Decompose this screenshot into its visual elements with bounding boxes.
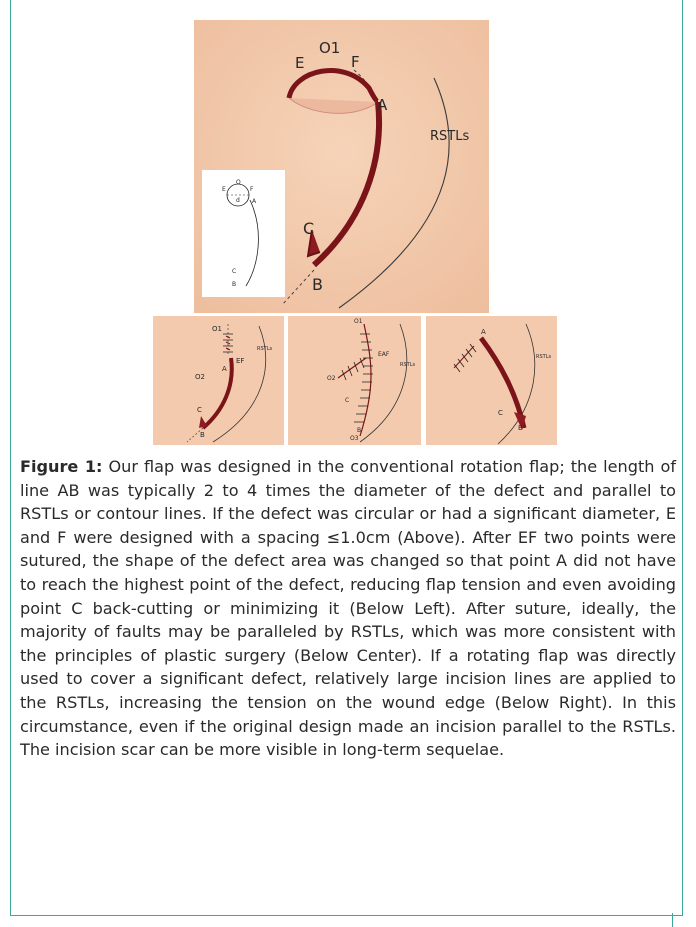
bc-label-b: B [357,427,361,434]
figure-panel-below-center: O1 EAF O2 C B O3 RSTLs [288,316,421,445]
inset-label-b: B [232,281,236,288]
bl-label-o2: O2 [195,373,205,381]
label-e: E [295,54,304,72]
bc-label-o1: O1 [354,318,363,325]
label-b: B [312,275,323,294]
inset-label-e: E [222,186,226,193]
inset-label-d: d [236,197,240,204]
bc-label-o2: O2 [327,375,336,382]
bc-label-c: C [345,397,349,404]
inset-label-o: O [236,179,241,186]
figure-panel-below-left: O1 EF A O2 C B RSTLs [153,316,284,445]
bl-label-a: A [222,365,227,373]
label-rstls: RSTLs [430,129,469,144]
br-label-a: A [481,328,486,336]
figure-caption: Figure 1: Our flap was designed in the c… [20,455,676,762]
figure-panel-above: O1 E F A C B RSTLs E O F d A C B [194,20,489,313]
bc-label-rstls: RSTLs [400,362,415,368]
caption-text: Our flap was designed in the conventiona… [20,457,676,759]
bl-label-o1: O1 [212,325,222,333]
bl-label-rstls: RSTLs [257,346,272,352]
inset-diagram: E O F d A C B [202,170,285,297]
label-f: F [351,53,360,71]
inset-label-c: C [232,268,236,275]
caption-label: Figure 1: [20,457,102,476]
bl-label-c: C [197,406,202,414]
bc-label-eaf: EAF [378,351,390,358]
bl-label-ef: EF [236,357,244,365]
frame-tick [672,913,673,927]
br-label-c: C [498,409,503,417]
bc-label-o3: O3 [350,435,359,442]
label-a: A [377,96,388,114]
bl-label-b: B [200,431,205,439]
label-o1: O1 [319,39,340,57]
figure-panel-below-right: A C B RSTLs [426,316,557,445]
br-label-b: B [518,424,523,432]
inset-label-f: F [250,186,254,193]
label-c: C [303,219,314,238]
br-label-rstls: RSTLs [536,354,551,360]
